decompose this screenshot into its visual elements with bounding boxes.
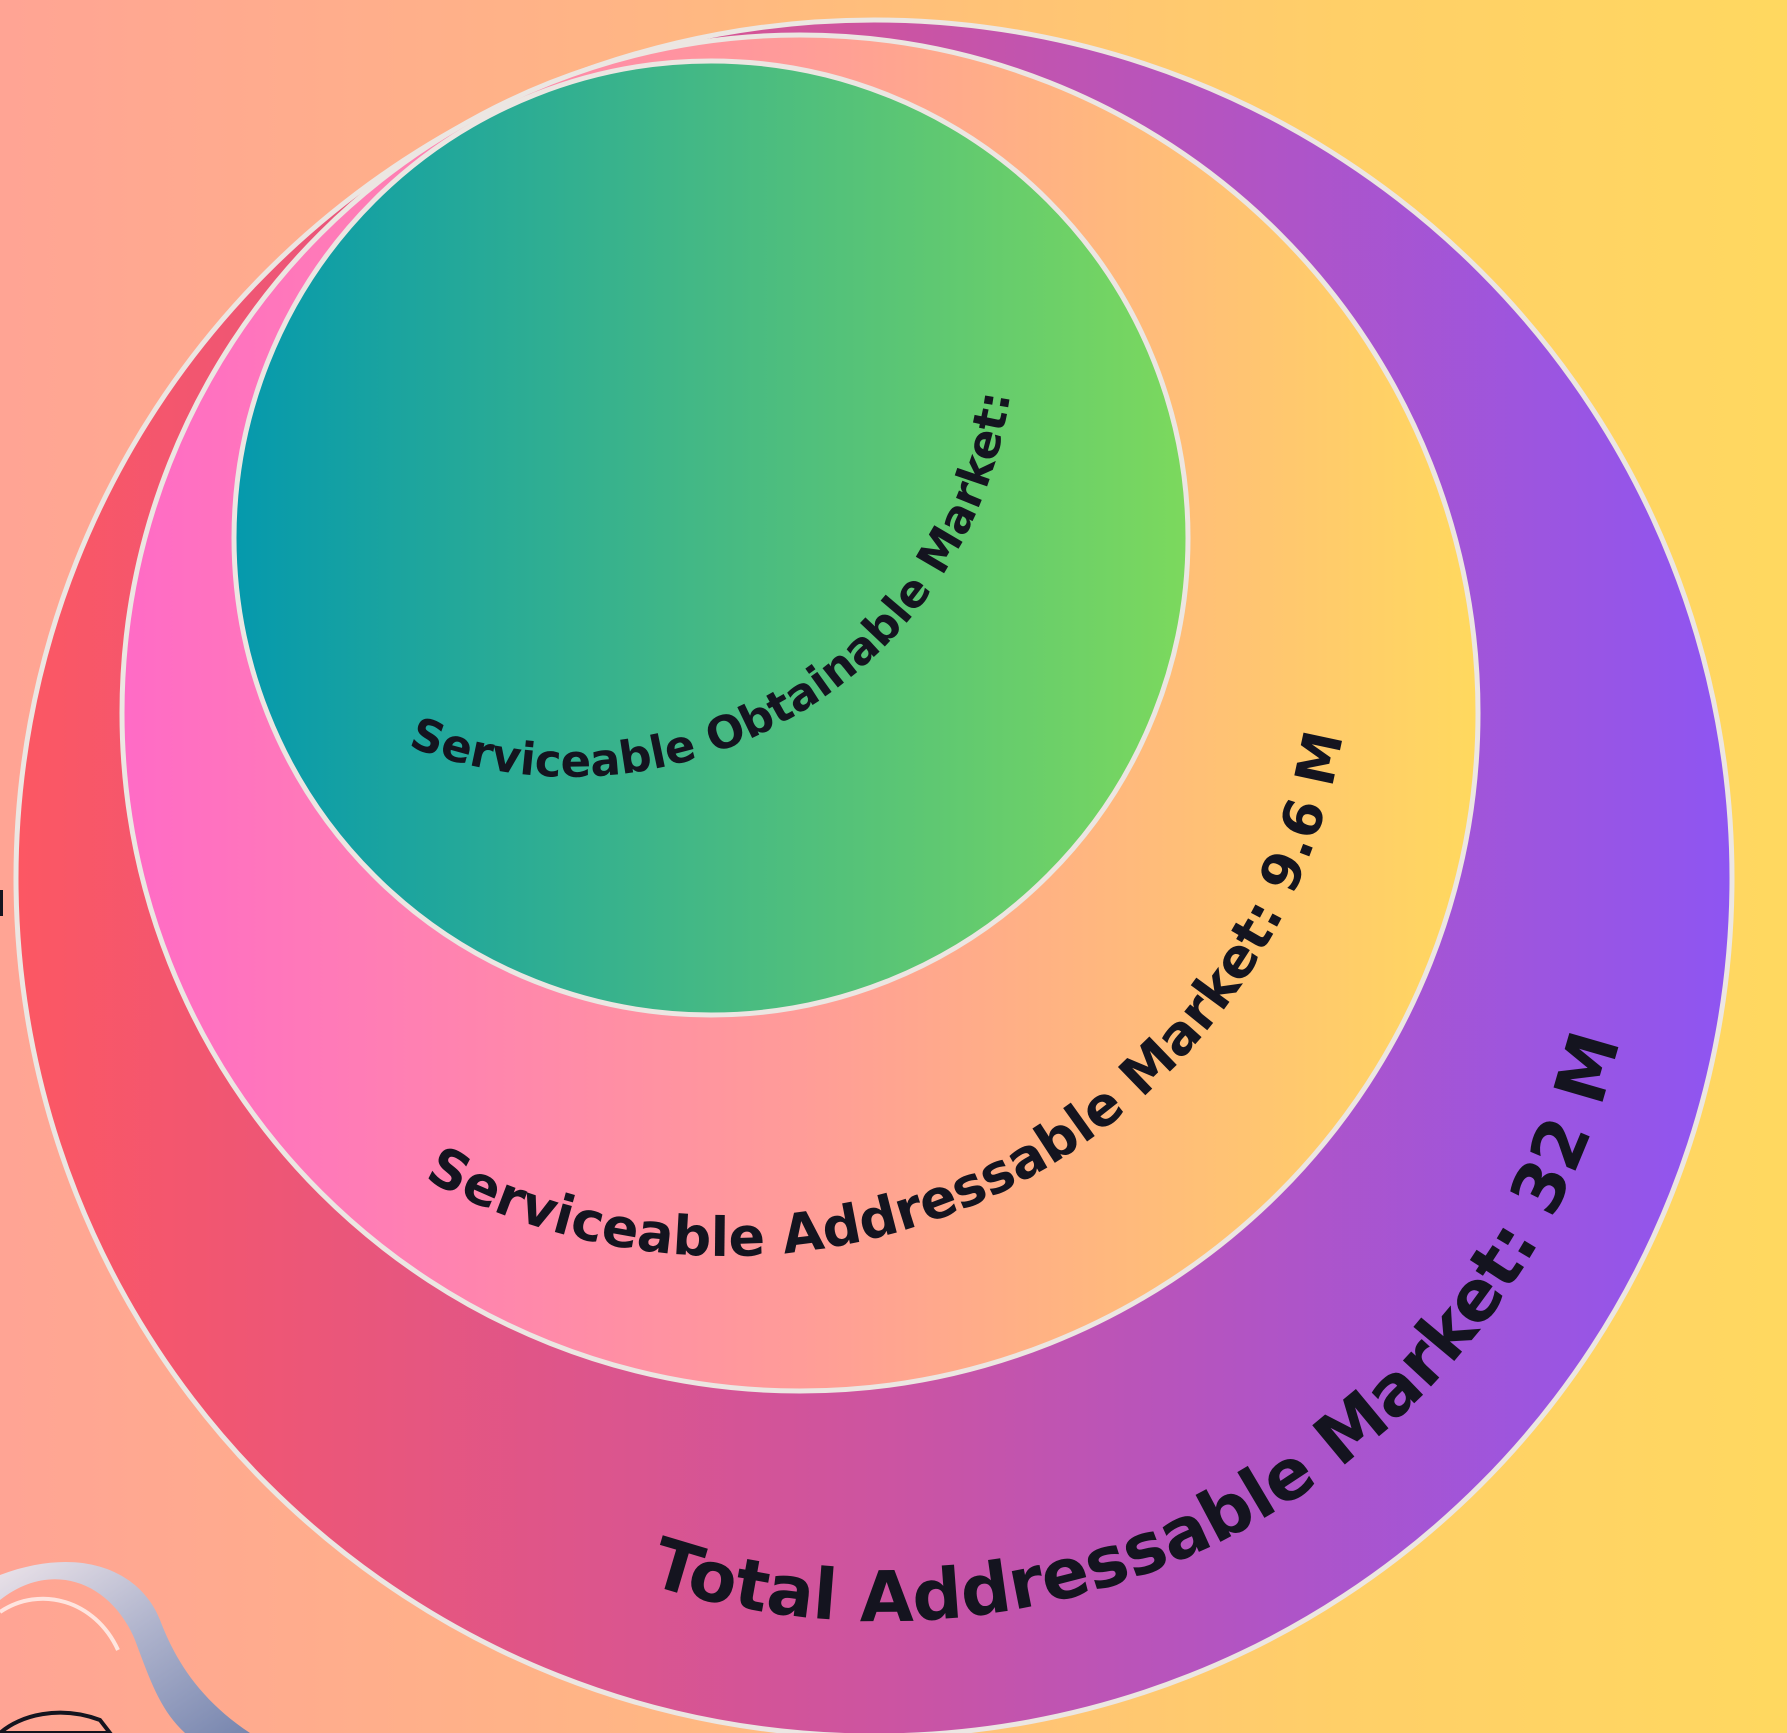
glass-ribbon-decoration (0, 1562, 250, 1733)
som-circle (231, 58, 1191, 1018)
edge-mark (0, 890, 3, 916)
